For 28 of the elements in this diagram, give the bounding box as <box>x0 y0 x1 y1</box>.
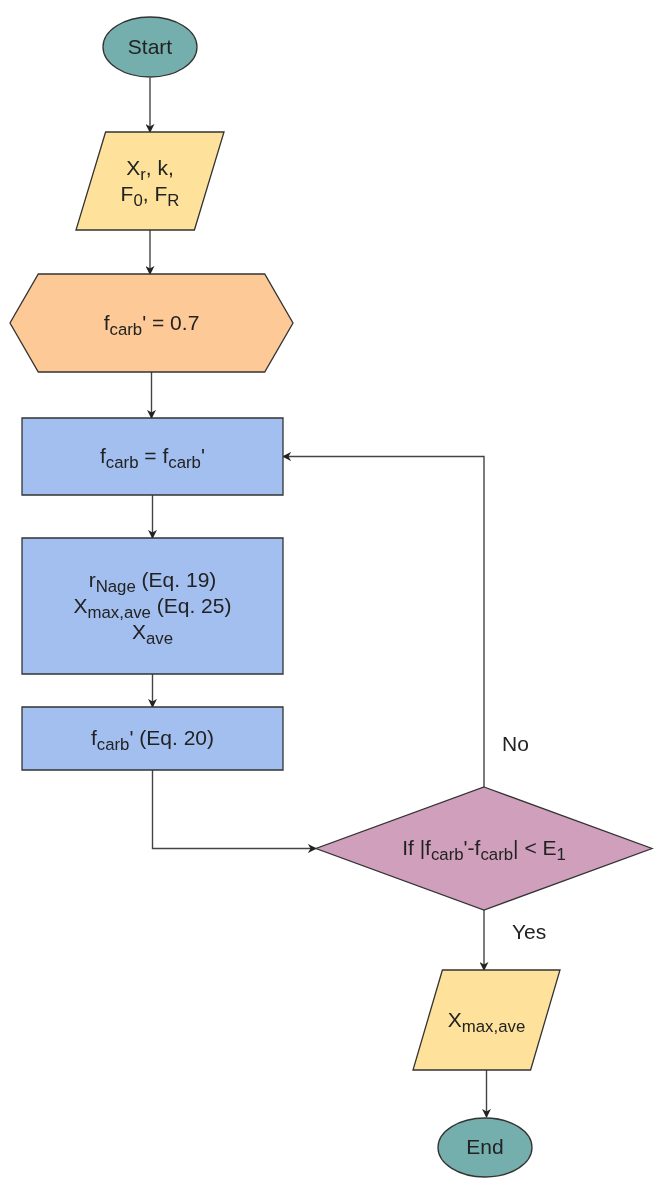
arrow <box>145 77 155 133</box>
arrow <box>151 769 317 853</box>
node-label: Start <box>127 33 173 60</box>
node-label: f$_{carb}$' = 0.7 <box>103 309 200 337</box>
process-box <box>22 538 283 674</box>
edge-label: No <box>502 732 529 756</box>
process-box <box>22 418 283 495</box>
node-label: X$_{max,ave}$ <box>447 1006 526 1034</box>
node-label: r$_{Nage}$ (Eq. 19) X$_{max,ave}$ (Eq. 25) X$_{ave}$ <box>72 566 233 646</box>
arrow <box>145 229 155 275</box>
node-label: X$_{r}$, k, F$_{0}$, F$_{R}$ <box>119 154 181 208</box>
arrow <box>148 673 157 708</box>
node-label: f$_{carb}$ = f$_{carb}$' <box>100 443 205 470</box>
arrow <box>147 371 156 419</box>
node-label: f$_{carb}$' (Eq. 20) <box>90 725 214 752</box>
arrow <box>482 1069 491 1118</box>
decision-diamond <box>316 787 652 910</box>
arrow <box>479 909 489 971</box>
node-label: If |f$_{carb}$'-f$_{carb}$| < E$_{1}$ <box>402 835 566 862</box>
input-output-parallelogram <box>413 970 560 1070</box>
terminator-oval <box>102 16 198 78</box>
input-output-parallelogram <box>76 132 224 230</box>
process-box <box>22 707 283 770</box>
edge-label: Yes <box>512 920 547 944</box>
preparation-hexagon <box>10 274 293 372</box>
terminator-oval <box>437 1117 533 1178</box>
node-label: End <box>466 1134 504 1161</box>
arrow <box>148 494 157 539</box>
